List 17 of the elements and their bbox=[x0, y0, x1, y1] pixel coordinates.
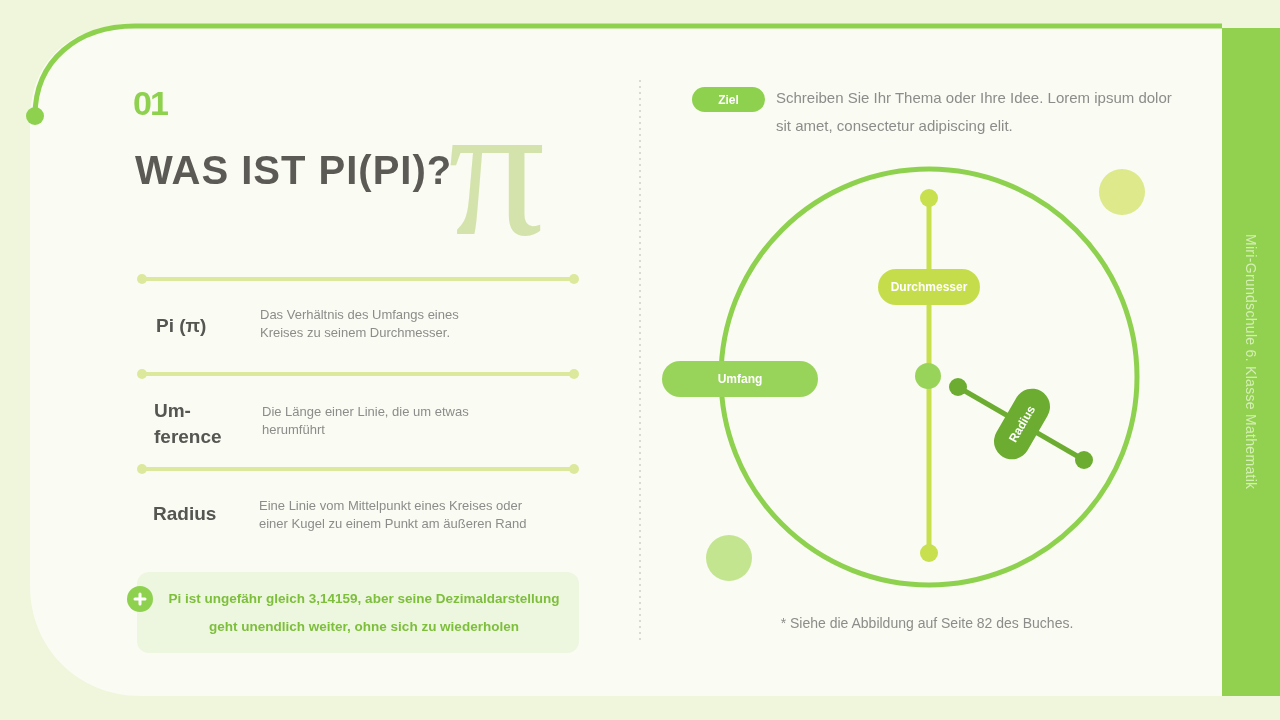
term-label: Pi (π) bbox=[156, 314, 207, 338]
pi-symbol: π bbox=[448, 62, 545, 278]
diameter-label: Durchmesser bbox=[878, 269, 980, 305]
goal-description: Schreiben Sie Ihr Thema oder Ihre Idee. Lorem ipsum dolor sit amet, consectetur adipiscing elit. bbox=[776, 88, 1173, 136]
side-band bbox=[1222, 28, 1280, 696]
definition-text: Die Länge einer Linie, die um etwas herumführt bbox=[262, 403, 470, 439]
circumference-label: Umfang bbox=[662, 361, 818, 397]
note-box bbox=[137, 572, 579, 653]
definition-text: Das Verhältnis des Umfangs eines Kreises zu seinem Durchmesser. bbox=[260, 306, 460, 342]
term-label: Radius bbox=[153, 502, 217, 526]
goal-tag: Ziel bbox=[692, 87, 765, 112]
definition-text: Eine Linie vom Mittelpunkt eines Kreises oder einer Kugel zu einem Punkt am äußeren Rand bbox=[259, 497, 528, 533]
section-number: 01 bbox=[133, 83, 167, 124]
footnote-text: * Siehe die Abbildung auf Seite 82 des Buches. bbox=[779, 614, 1075, 633]
term-label: Um- ference bbox=[154, 399, 223, 449]
side-band-text: Miri-Grundschule 6. Klasse Mathematik bbox=[1243, 234, 1259, 490]
note-text: Pi ist ungefähr gleich 3,14159, aber seine Dezimaldarstellung geht unendlich weiter, ohne sich zu wiederholen bbox=[167, 590, 561, 636]
